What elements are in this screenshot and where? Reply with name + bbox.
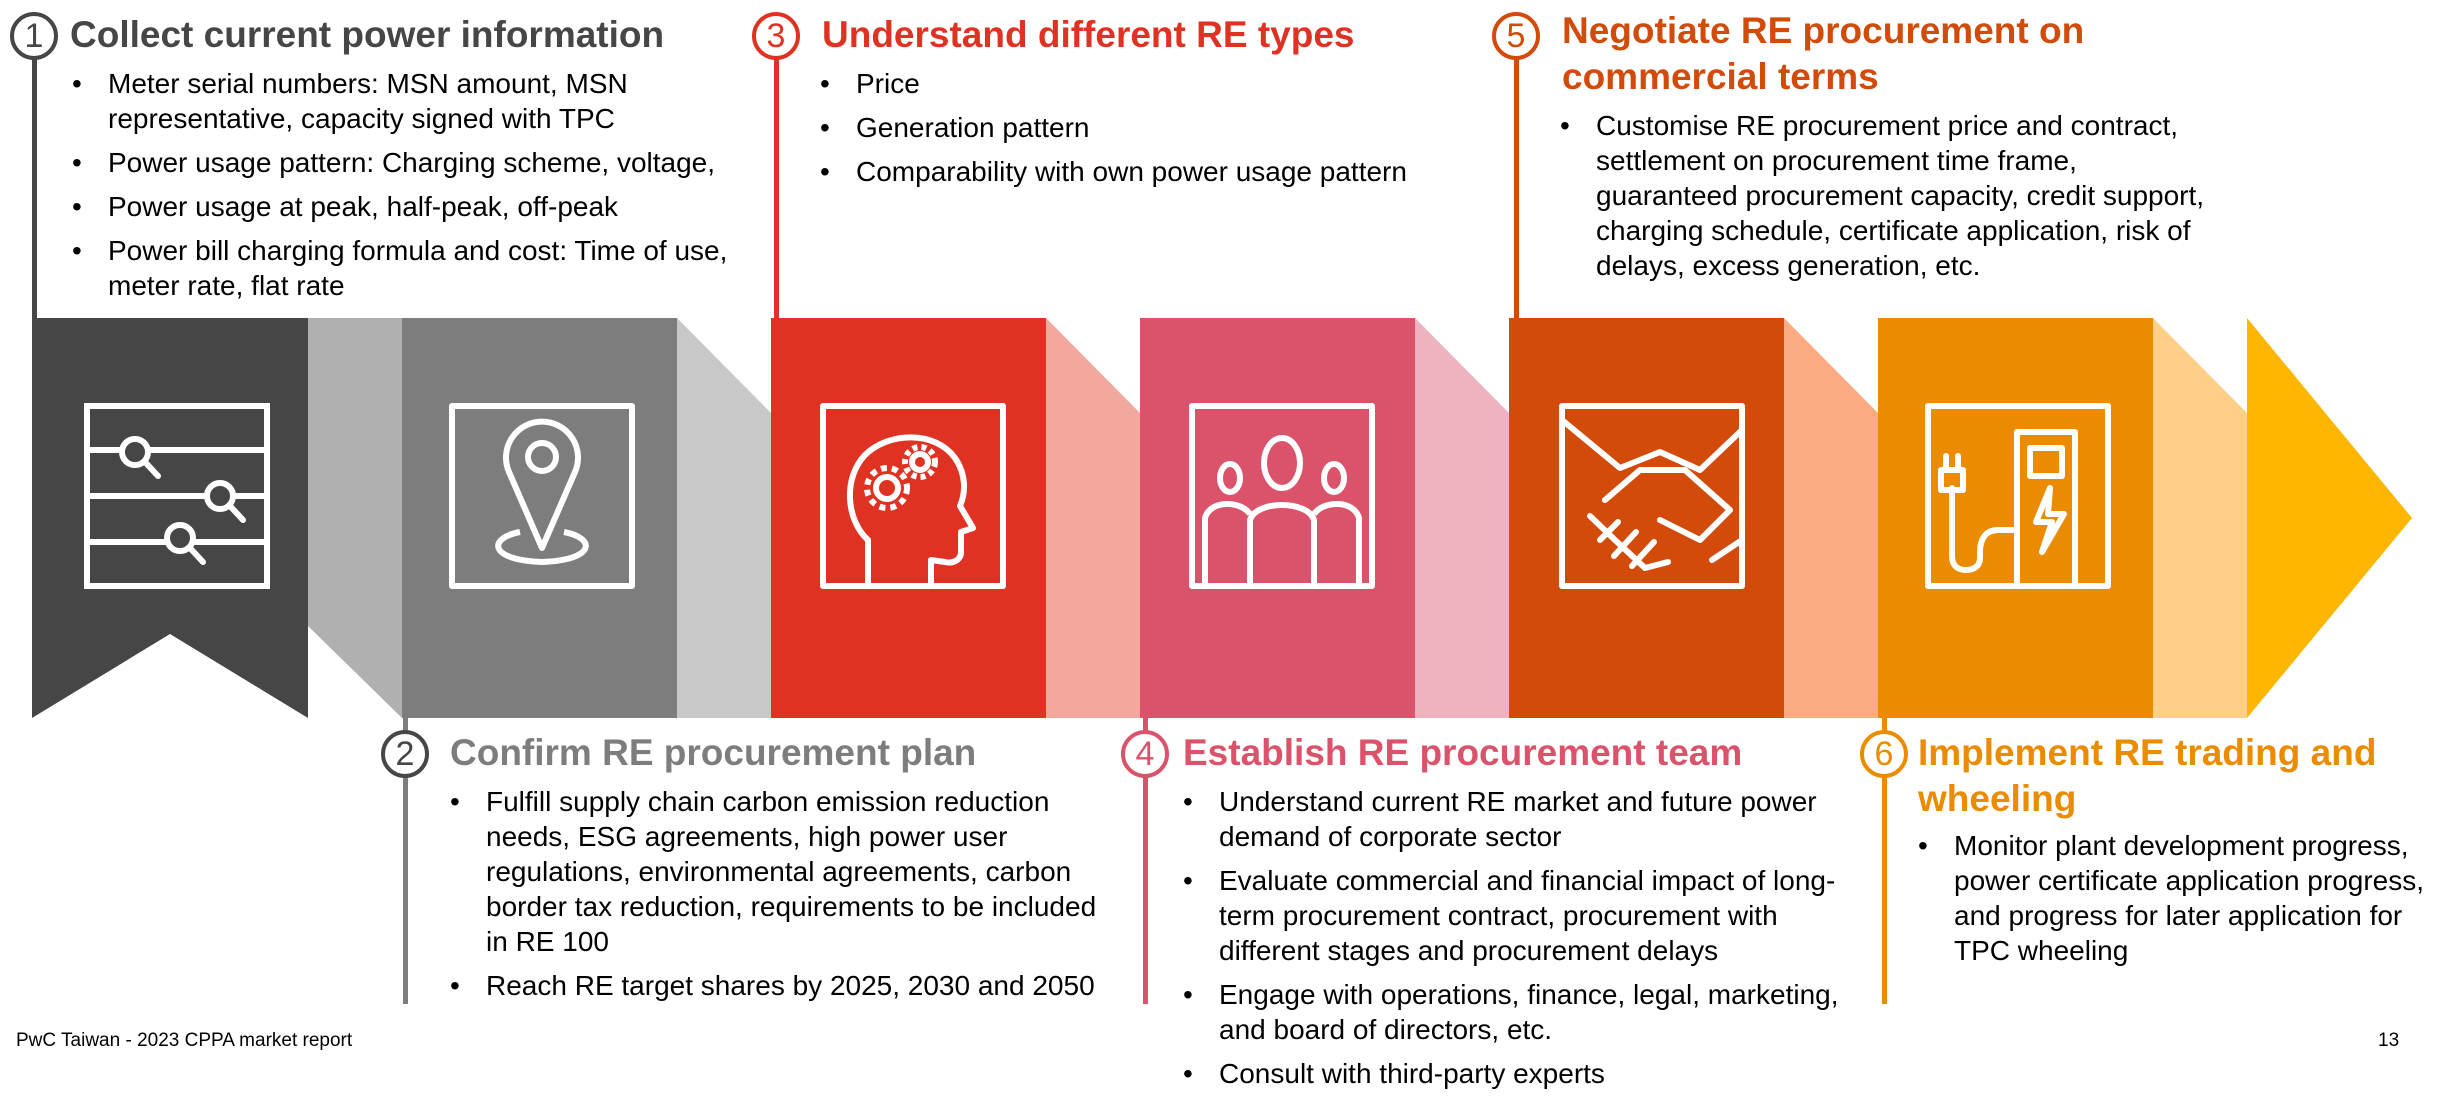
connector-2-3	[677, 318, 771, 718]
connector-4-5	[1415, 318, 1509, 718]
ev-charger-icon	[1925, 403, 2111, 589]
step-3-title: Understand different RE types	[822, 14, 1355, 55]
step-3-bullet: Generation pattern	[820, 110, 1480, 145]
step-5-bullet-list: Customise RE procurement price and contr…	[1560, 108, 2220, 292]
step-2-bullet-list: Fulfill supply chain carbon emission red…	[450, 784, 1100, 1012]
step-3-leader-line	[774, 52, 779, 318]
step-2-block	[402, 318, 677, 718]
step-2-bullet: Fulfill supply chain carbon emission red…	[450, 784, 1100, 959]
step-4-bullet: Understand current RE market and future …	[1183, 784, 1873, 854]
step-2-bullet: Reach RE target shares by 2025, 2030 and…	[450, 968, 1100, 1003]
connector-5-6	[1784, 318, 1878, 718]
step-6-bullet: Monitor plant development progress, powe…	[1918, 828, 2454, 968]
step-4-bullet-list: Understand current RE market and future …	[1183, 784, 1873, 1100]
step-3-number-badge: 3	[752, 12, 800, 60]
step-5-number-badge: 5	[1492, 12, 1540, 60]
step-3-bullet: Comparability with own power usage patte…	[820, 154, 1480, 189]
step-4-title: Establish RE procurement team	[1183, 732, 1743, 773]
head-gears-icon	[820, 403, 1006, 589]
step-1-bullet: Power usage at peak, half-peak, off-peak	[72, 189, 772, 224]
step-6-title: Implement RE trading and wheeling	[1918, 732, 2377, 819]
connector-3-4	[1046, 318, 1140, 718]
step-1-bullet: Meter serial numbers: MSN amount, MSN re…	[72, 66, 772, 136]
sliders-search-icon	[84, 403, 270, 589]
connector-6-arrow	[2153, 318, 2247, 718]
step-5-block	[1509, 318, 1784, 718]
step-2-number-badge: 2	[381, 730, 429, 778]
step-1-bullet: Power bill charging formula and cost: Ti…	[72, 233, 772, 303]
team-icon	[1189, 403, 1375, 589]
step-1-leader-line	[32, 52, 37, 318]
step-1-banner	[32, 318, 308, 718]
step-3-bullet-list: Price Generation pattern Comparability w…	[820, 66, 1480, 198]
step-1-bullet: Power usage pattern: Charging scheme, vo…	[72, 145, 772, 180]
arrow-head	[2247, 318, 2412, 718]
step-4-leader-line	[1143, 718, 1148, 1004]
step-4-bullet: Evaluate commercial and financial impact…	[1183, 863, 1873, 968]
step-6-leader-line	[1882, 718, 1887, 1004]
step-5-bullet: Customise RE procurement price and contr…	[1560, 108, 2220, 283]
page-number: 13	[2378, 1030, 2400, 1051]
connector-1-2	[308, 318, 402, 718]
step-1-number-badge: 1	[10, 12, 58, 60]
step-4-number-badge: 4	[1121, 730, 1169, 778]
step-6-bullet-list: Monitor plant development progress, powe…	[1918, 828, 2454, 977]
step-4-bullet: Engage with operations, finance, legal, …	[1183, 977, 1873, 1047]
footer-source: PwC Taiwan - 2023 CPPA market report	[16, 1030, 353, 1051]
step-6-number-badge: 6	[1860, 730, 1908, 778]
step-2-title: Confirm RE procurement plan	[450, 732, 977, 773]
step-5-leader-line	[1514, 52, 1519, 318]
step-3-bullet: Price	[820, 66, 1480, 101]
handshake-icon	[1559, 403, 1745, 589]
step-1-bullet-list: Meter serial numbers: MSN amount, MSN re…	[72, 66, 772, 312]
step-4-bullet: Consult with third-party experts	[1183, 1056, 1873, 1091]
step-5-title: Negotiate RE procurement on commercial t…	[1562, 10, 2085, 97]
step-1-title: Collect current power information	[70, 14, 665, 55]
step-2-leader-line	[403, 718, 408, 1004]
location-pin-icon	[449, 403, 635, 589]
